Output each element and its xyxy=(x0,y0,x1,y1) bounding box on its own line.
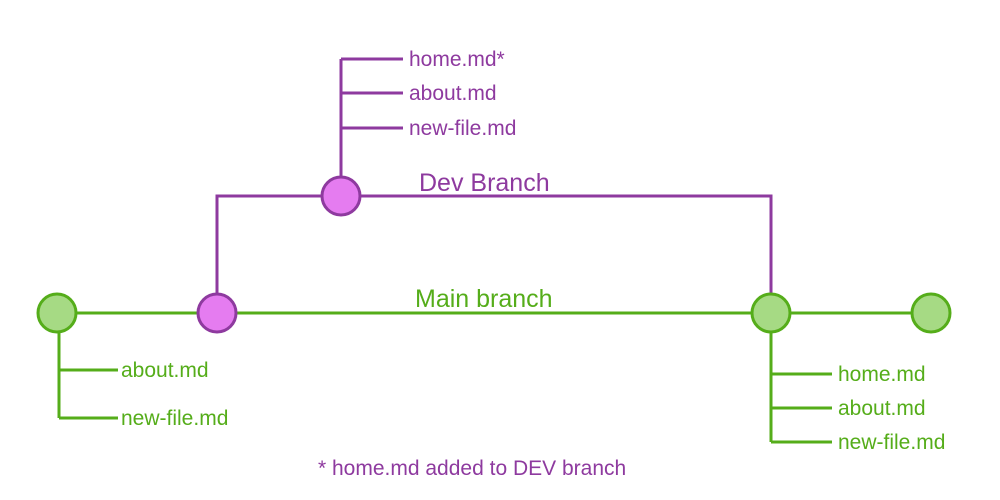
dev-file-3: new-file.md xyxy=(409,117,516,140)
main-branch-label: Main branch xyxy=(415,285,553,313)
main-merge-file-2: about.md xyxy=(838,397,926,420)
main-merge-file-3: new-file.md xyxy=(838,431,945,454)
dev-branch-point-node xyxy=(196,292,238,334)
dev-commit-node xyxy=(320,175,362,217)
dev-branch-lines xyxy=(215,57,773,313)
main-branch-lines xyxy=(57,311,931,444)
dev-branch-label: Dev Branch xyxy=(419,169,550,197)
main-start-file-2: new-file.md xyxy=(121,407,228,430)
footnote: * home.md added to DEV branch xyxy=(318,457,626,480)
main-merge-node xyxy=(750,292,792,334)
main-start-file-1: about.md xyxy=(121,359,209,382)
dev-file-1: home.md* xyxy=(409,48,505,71)
main-commit-end-node xyxy=(910,292,952,334)
dev-branch-path xyxy=(215,194,773,313)
dev-file-2: about.md xyxy=(409,82,497,105)
main-merge-file-1: home.md xyxy=(838,363,926,386)
main-commit-start-node xyxy=(36,292,78,334)
